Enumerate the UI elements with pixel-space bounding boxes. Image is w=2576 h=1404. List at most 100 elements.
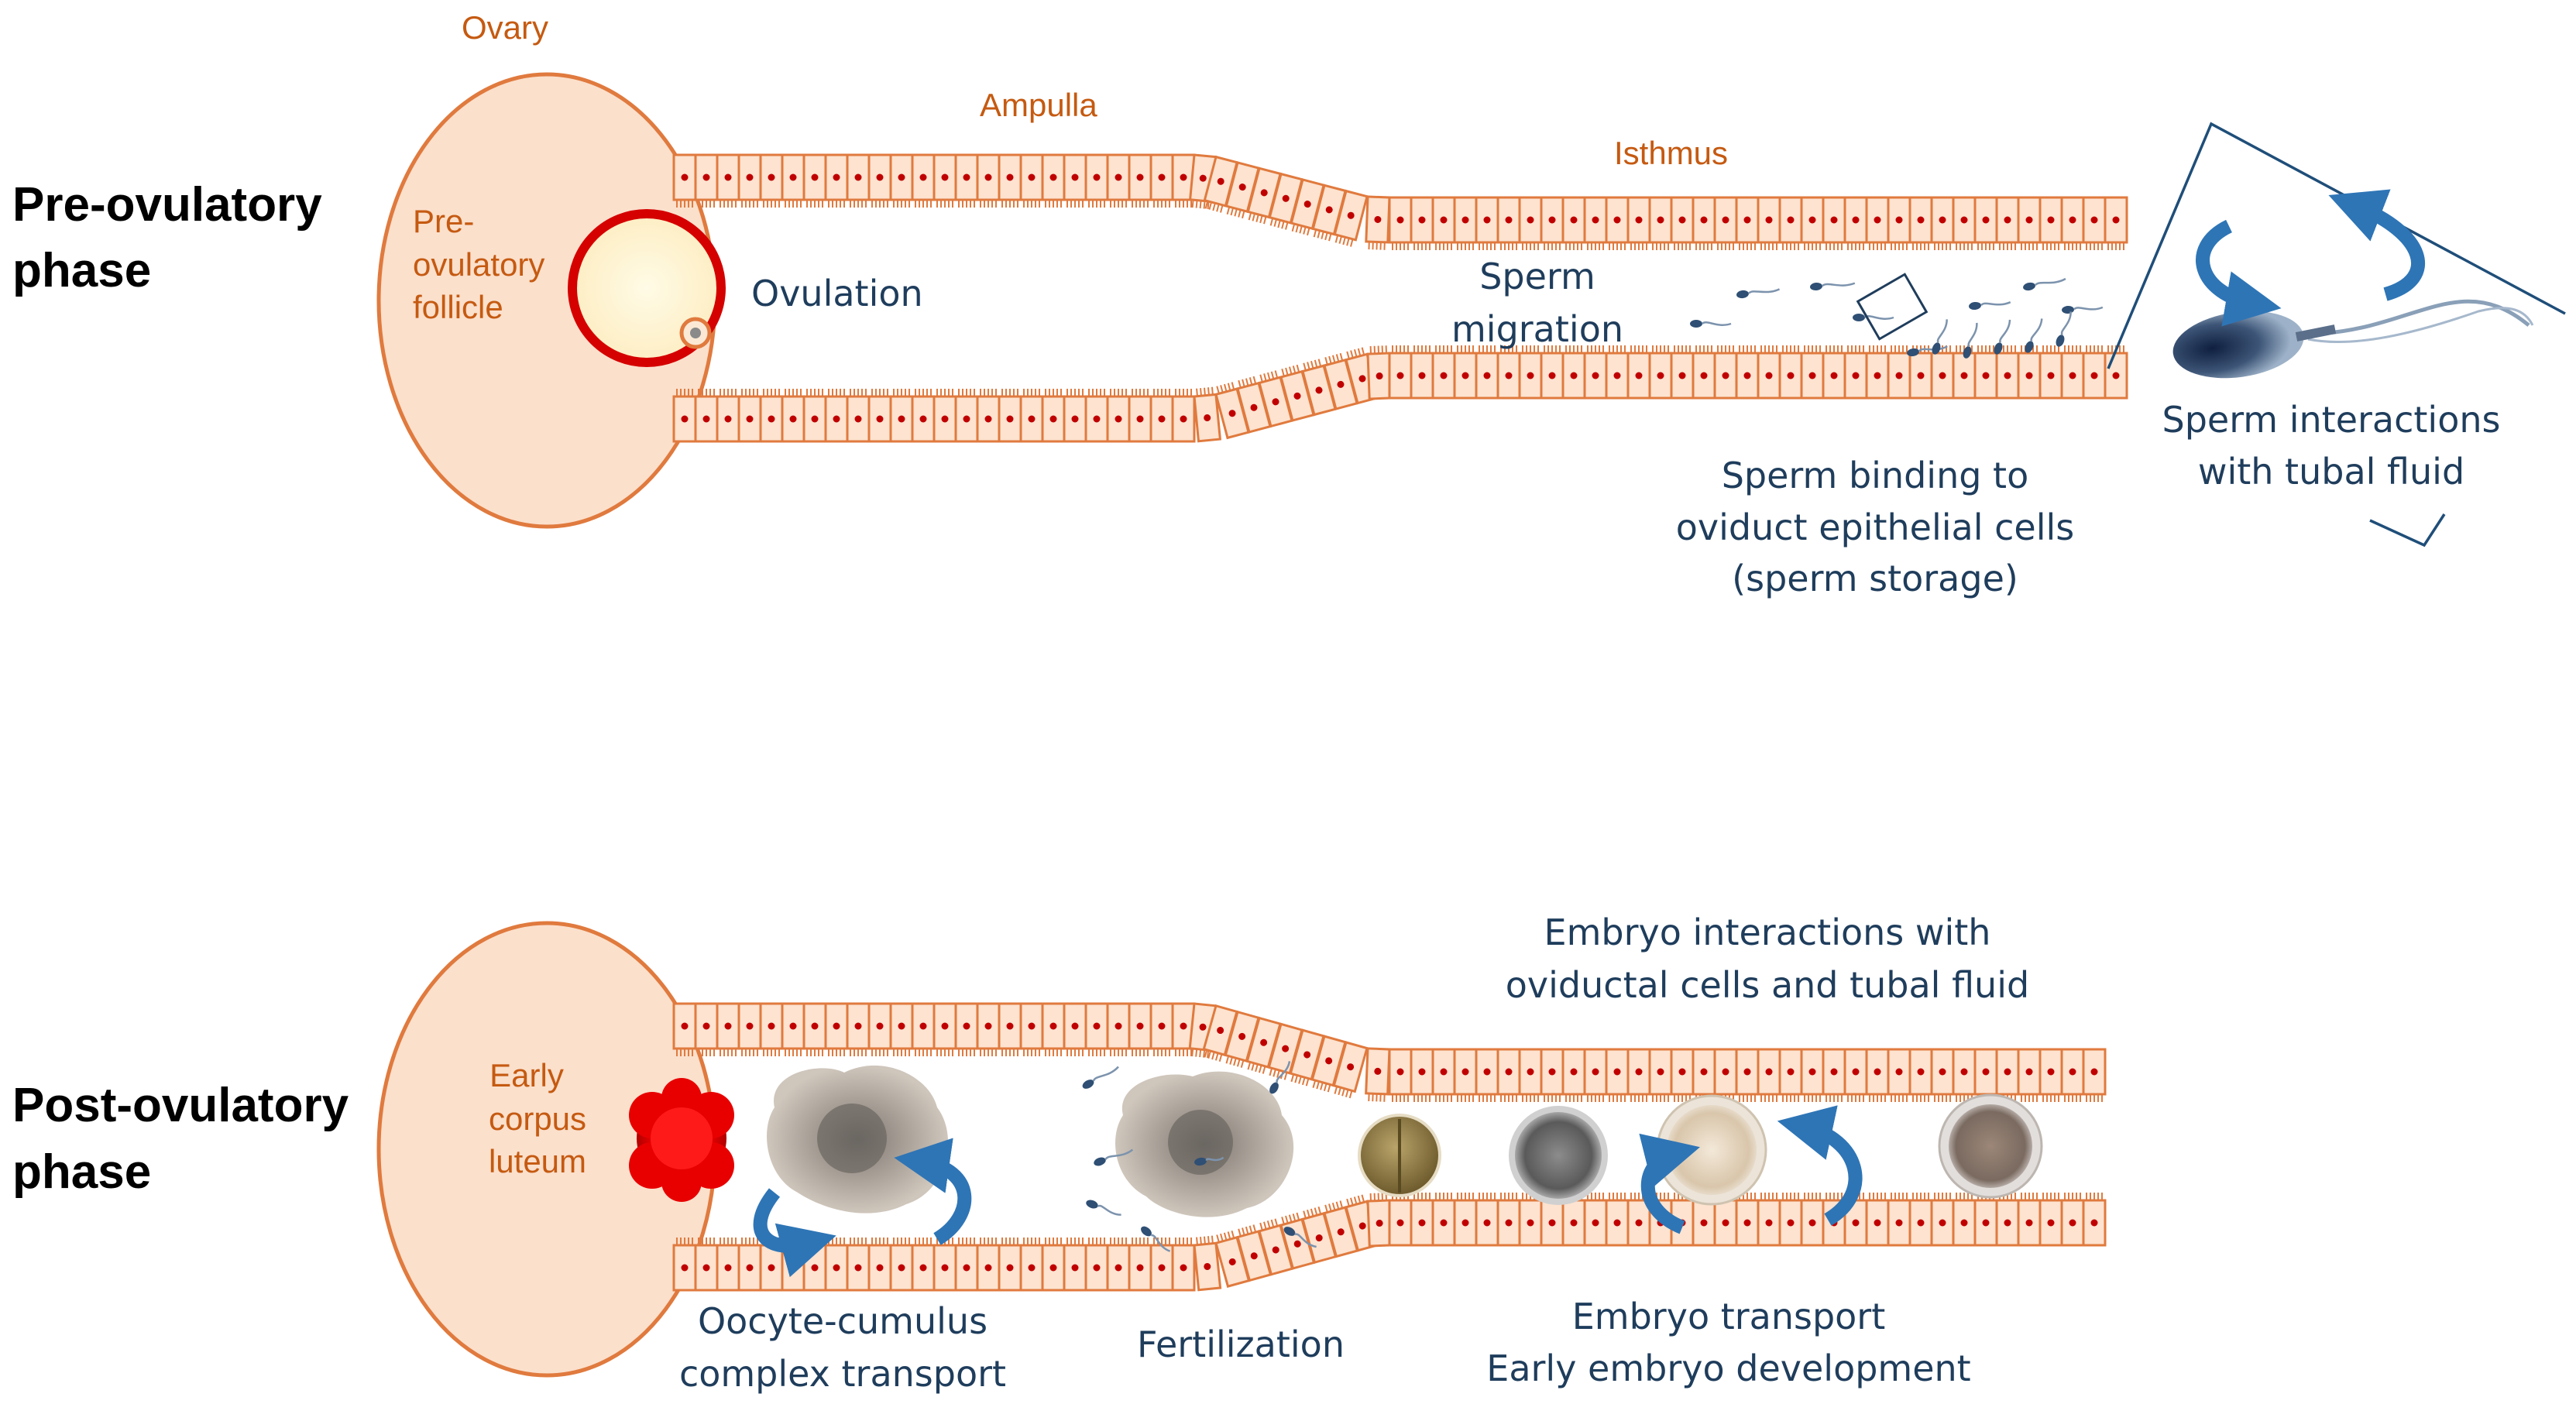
inset-frame-bottom xyxy=(2369,513,2446,548)
epithelial-cell xyxy=(1757,345,1781,400)
epithelial-cell xyxy=(1475,1193,1499,1247)
epithelial-cell xyxy=(1365,195,1391,250)
epithelial-cell xyxy=(1540,1048,1564,1102)
epithelial-cell xyxy=(933,1238,957,1292)
epithelial-cell xyxy=(2082,196,2107,250)
label-migration-line1: Sperm xyxy=(1479,256,1595,297)
epithelial-cell xyxy=(1106,1002,1131,1056)
bottom-lower-wall xyxy=(672,1193,2107,1292)
label-embryo-int-line1: Embryo interactions with xyxy=(1544,911,1991,953)
epithelial-cell xyxy=(1410,345,1434,400)
epithelial-cell xyxy=(1149,1238,1174,1292)
sperm-icon xyxy=(1690,320,1732,328)
epithelial-cell xyxy=(737,153,762,208)
epithelial-cell xyxy=(1128,153,1152,208)
label-follicle-line3: follicle xyxy=(413,289,503,325)
label-ovulation: Ovulation xyxy=(751,273,923,314)
epithelial-cell xyxy=(1258,370,1293,428)
epithelial-cell xyxy=(1475,1048,1499,1102)
epithelial-cell xyxy=(1128,1238,1152,1292)
epithelial-cell xyxy=(1518,1048,1543,1102)
epithelial-cell xyxy=(1822,196,1846,250)
epithelial-cell xyxy=(1149,1002,1174,1056)
epithelial-cell xyxy=(1648,345,1673,400)
epithelial-cell xyxy=(824,1002,849,1056)
curved-arrow-icon xyxy=(894,1138,972,1245)
epithelial-cell xyxy=(1843,196,1868,250)
epithelial-cell xyxy=(1149,153,1174,208)
epithelial-cell xyxy=(1605,196,1630,250)
epithelial-cell xyxy=(1757,196,1781,250)
epithelial-cell xyxy=(1496,1048,1521,1102)
curved-arrow-icon xyxy=(753,1188,836,1278)
epithelial-cell xyxy=(802,1002,827,1056)
epithelial-cell xyxy=(1973,196,1998,250)
top-oviduct-tube xyxy=(672,153,2128,443)
epithelial-cell xyxy=(737,389,762,443)
epithelial-cell xyxy=(694,389,719,443)
epithelial-cell xyxy=(954,1238,979,1292)
sperm-icon xyxy=(1994,319,2011,355)
epithelial-cell xyxy=(1561,1048,1586,1102)
label-binding-line2: oviduct epithelial cells xyxy=(1676,506,2075,548)
epithelial-cell xyxy=(1843,1048,1868,1102)
epithelial-cell xyxy=(846,1002,871,1056)
epithelial-cell xyxy=(802,389,827,443)
epithelial-cell xyxy=(846,389,871,443)
epithelial-cell xyxy=(1800,196,1825,250)
epithelial-cell xyxy=(1453,345,1478,400)
epithelial-cell xyxy=(2038,1193,2063,1247)
epithelial-cell xyxy=(716,389,740,443)
oocyte-nucleus xyxy=(690,328,701,338)
epithelial-cell xyxy=(1800,1193,1825,1247)
epithelial-cell xyxy=(1128,389,1152,443)
embryo-two-cell xyxy=(1358,1114,1441,1197)
inset-frame xyxy=(2107,122,2566,369)
epithelial-cell xyxy=(802,153,827,208)
epithelial-cell xyxy=(1453,1193,1478,1247)
epithelial-cell xyxy=(1887,1193,1911,1247)
epithelial-cell xyxy=(1431,1193,1456,1247)
epithelial-cell xyxy=(1843,345,1868,400)
epithelial-cell xyxy=(2060,196,2085,250)
label-occ-line1: Oocyte-cumulus xyxy=(698,1300,987,1342)
epithelial-cell xyxy=(1453,1048,1478,1102)
epithelial-cell xyxy=(954,153,979,208)
epithelial-cell xyxy=(846,153,871,208)
epithelial-cell xyxy=(889,1238,914,1292)
epithelial-cell xyxy=(781,389,805,443)
epithelial-cell xyxy=(1800,345,1825,400)
epithelial-cell xyxy=(1410,1048,1434,1102)
epithelial-cell xyxy=(1778,345,1803,400)
sperm-icon xyxy=(1736,288,1781,299)
epithelial-cell xyxy=(1692,196,1716,250)
epithelial-cell xyxy=(1365,1047,1391,1102)
sperm-icon xyxy=(1932,319,1948,355)
epithelial-cell xyxy=(1106,153,1131,208)
label-fertilization: Fertilization xyxy=(1137,1323,1345,1365)
epithelial-cell xyxy=(2082,1193,2107,1247)
epithelial-cell xyxy=(1388,345,1413,400)
epithelial-cell xyxy=(954,1002,979,1056)
epithelial-cell xyxy=(1692,345,1716,400)
epithelial-cell xyxy=(1626,1193,1651,1247)
large-sperm-icon xyxy=(2172,299,2534,379)
epithelial-cell xyxy=(911,389,936,443)
curved-arrow-icon xyxy=(1639,1133,1700,1234)
epithelial-cell xyxy=(1388,1048,1413,1102)
epithelial-cell xyxy=(976,1238,1001,1292)
epithelial-cell xyxy=(2017,1193,2042,1247)
epithelial-cell xyxy=(1626,345,1651,400)
sperm-icon xyxy=(2023,277,2066,291)
epithelial-cell xyxy=(716,1002,740,1056)
epithelial-cell xyxy=(672,153,697,208)
fertilization-complex xyxy=(1115,1071,1294,1217)
epithelial-cell xyxy=(867,153,892,208)
epithelial-cell xyxy=(889,153,914,208)
epithelial-cell xyxy=(2017,345,2042,400)
epithelial-cell xyxy=(1019,1238,1044,1292)
label-migration-line2: migration xyxy=(1451,308,1623,350)
epithelial-cell xyxy=(1496,196,1521,250)
epithelial-cell xyxy=(1171,389,1196,443)
epithelial-cell xyxy=(998,389,1022,443)
